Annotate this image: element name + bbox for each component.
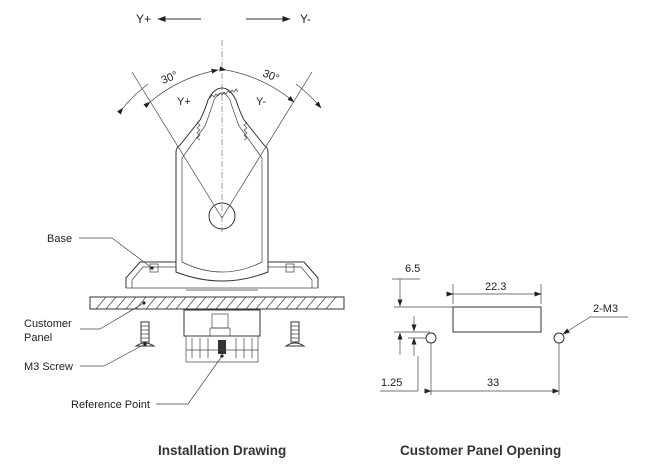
left-tilt-ray <box>131 71 223 219</box>
right-angle-arc <box>219 66 295 103</box>
base <box>125 261 319 291</box>
reference-callout-label: Reference Point <box>71 399 150 411</box>
dim-22-3: 22.3 <box>485 281 506 293</box>
y-minus-label: Y- <box>300 12 311 26</box>
dim-2-m3: 2-M3 <box>593 303 618 315</box>
dim-33: 33 <box>487 377 499 389</box>
y-plus-label: Y+ <box>136 12 151 26</box>
left-outer-arc <box>116 83 149 115</box>
inner-y-plus-label: Y+ <box>177 96 191 108</box>
direction-arrows: Y+ Y- <box>136 12 311 26</box>
panel-opening-drawing: 22.3 6.5 1.25 33 2-M3 <box>380 263 628 395</box>
m3-screws <box>134 321 306 347</box>
panel-callout-label-1: Customer <box>24 318 72 330</box>
tilt-angle-indicators: 30° 30° Y+ Y- <box>116 40 322 232</box>
customer-panel <box>89 296 345 310</box>
sensor-module <box>183 309 261 363</box>
screw-callout-label: M3 Screw <box>24 361 73 373</box>
panel-callout-label-2: Panel <box>24 332 52 344</box>
mount-hole-left <box>425 332 437 344</box>
right-angle-label: 30° <box>261 68 281 85</box>
base-callout-label: Base <box>47 233 72 245</box>
dim-1-25: 1.25 <box>381 377 402 389</box>
right-tilt-ray <box>221 71 313 219</box>
left-angle-label: 30° <box>160 69 180 86</box>
callouts: Base Customer Panel M3 Screw Reference P… <box>24 233 224 411</box>
pivot-circle <box>208 202 236 230</box>
mount-hole-right <box>553 332 565 344</box>
inner-y-minus-label: Y- <box>256 96 266 108</box>
dim-6-5: 6.5 <box>405 263 420 275</box>
lever-body <box>175 87 269 273</box>
installation-drawing-caption: Installation Drawing <box>158 443 286 458</box>
panel-opening-caption: Customer Panel Opening <box>400 443 561 458</box>
right-outer-arc <box>295 83 322 109</box>
opening-rectangle <box>452 306 542 333</box>
left-angle-arc <box>143 68 219 109</box>
